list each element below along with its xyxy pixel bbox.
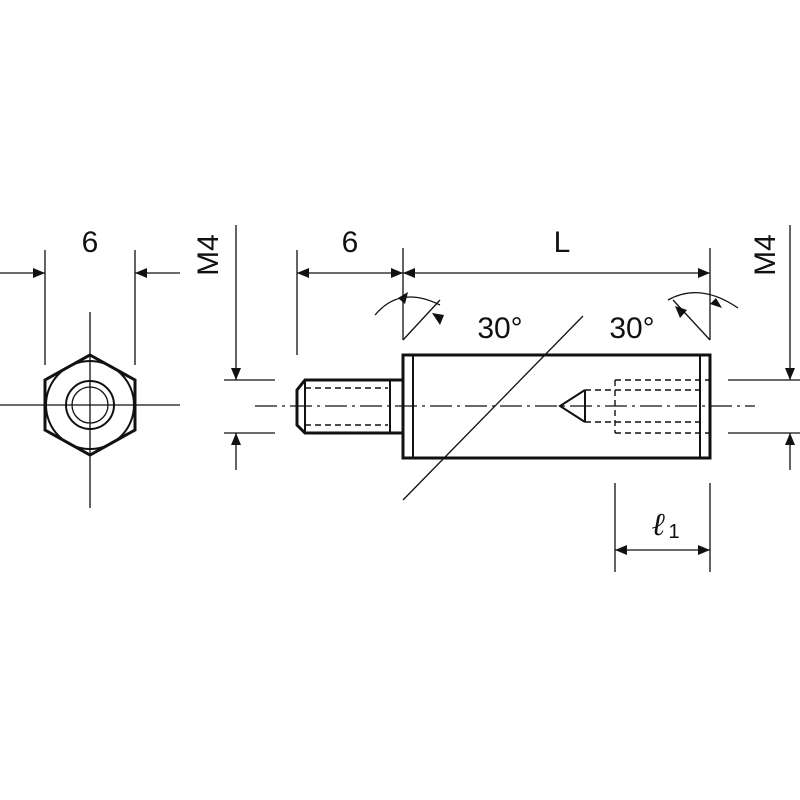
m4-left-arrow-top: [231, 368, 241, 380]
stud-dim-arrow-left: [297, 268, 309, 278]
male-stud: [295, 378, 403, 435]
angle-label-right: 30°: [609, 312, 654, 345]
thread-label-right: M4: [749, 234, 782, 276]
angle-arc-right: [667, 292, 739, 309]
angle-arrow-right-2: [710, 298, 722, 308]
angle-leg-right: [672, 299, 711, 341]
body-dim-arrow-right: [698, 268, 710, 278]
angle-leg-left: [402, 299, 441, 341]
body-length-label: L: [554, 226, 571, 259]
m4-left-arrow-bottom: [231, 433, 241, 445]
thread-label-left: M4: [192, 234, 225, 276]
body-dim-arrow-left: [403, 268, 415, 278]
angle-arrow-right-1: [675, 306, 687, 318]
hex-end-view: 6: [0, 226, 180, 508]
hole-depth-letter: ℓ: [651, 506, 665, 542]
angle-label-left: 30°: [477, 312, 522, 345]
m4-right-arrow-top: [785, 368, 795, 380]
m4-right-arrow-bottom: [785, 433, 795, 445]
hex-dim-arrow-right: [135, 268, 147, 278]
hex-dim-arrow-left: [33, 268, 45, 278]
l1-arrow-left: [615, 545, 627, 555]
angle-arc-left: [374, 296, 441, 316]
hex-width-label: 6: [82, 226, 99, 259]
hole-depth-sub: 1: [668, 521, 679, 543]
stud-length-label: 6: [342, 226, 359, 259]
spacer-side-view: 6 L 30° 30° ℓ 1: [255, 226, 755, 572]
thread-dim-left: M4: [192, 225, 275, 470]
stud-dim-arrow-right: [391, 268, 403, 278]
thread-dim-right: M4: [728, 225, 800, 470]
drill-point: [558, 389, 586, 423]
break-line: [402, 315, 584, 501]
angle-arrow-left-2: [398, 292, 408, 304]
l1-arrow-right: [698, 545, 710, 555]
angle-arrow-left-1: [432, 313, 444, 325]
